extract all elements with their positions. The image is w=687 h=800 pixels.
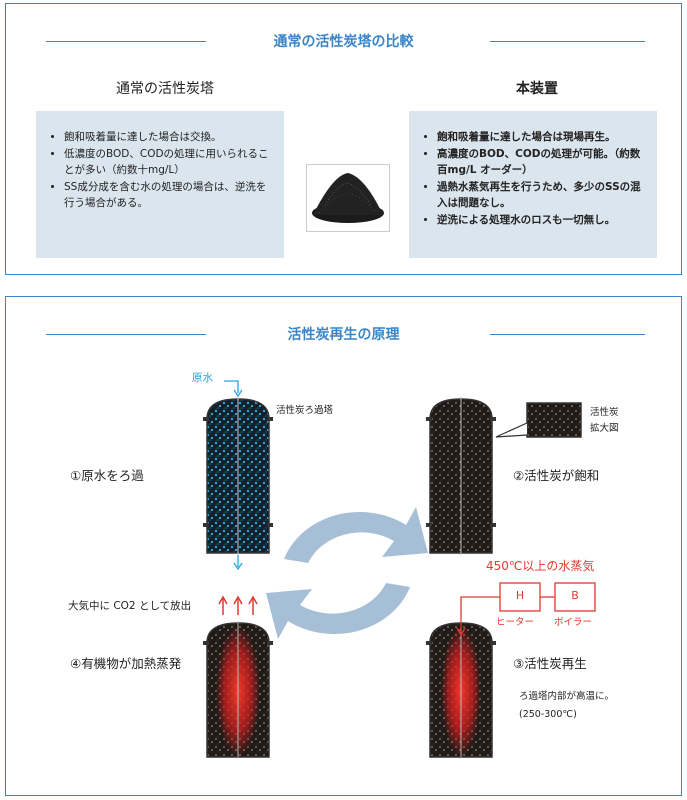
step1-label: ①原水をろ過 — [70, 468, 144, 483]
co2-release-label: 大気中に CO2 として放出 — [68, 600, 192, 612]
raw-water-arrow — [224, 380, 239, 393]
tower-saturated — [426, 397, 582, 555]
right-item: 過熱水蒸気再生を行うため、多少のSSの混入は問題なし。 — [437, 179, 647, 211]
left-column-title: 通常の活性炭塔 — [116, 81, 214, 97]
cycle-arrows — [266, 507, 428, 639]
left-item: 飽和吸着量に達した場合は交換。 — [64, 129, 274, 145]
boiler-box — [554, 582, 596, 612]
tower-filtering — [203, 397, 273, 571]
boiler-label: ボイラー — [554, 617, 593, 628]
step2-label: ②活性炭が飽和 — [513, 468, 600, 483]
temperature-note: ろ過塔内部が高温に。 — [519, 691, 615, 702]
left-item: 低濃度のBOD、CODの処理に用いられることが多い（約数十mg/L） — [64, 146, 274, 178]
steam-line — [460, 596, 500, 633]
co2-release-arrows — [218, 595, 258, 615]
principle-title: 活性炭再生の原理 — [287, 327, 400, 343]
zoom-label-line2: 拡大図 — [590, 423, 619, 434]
comparison-title: 通常の活性炭塔の比較 — [273, 34, 414, 50]
carbon-zoom-box — [526, 402, 582, 438]
left-item: SS成分成を含む水の処理の場合は、逆洗を行う場合がある。 — [64, 179, 274, 211]
title-rule-right — [490, 334, 645, 335]
regeneration-diagram — [203, 380, 596, 758]
principle-panel: 活性炭再生の原理 — [5, 296, 682, 796]
temperature-range: (250-300℃) — [519, 709, 577, 720]
comparison-panel: 通常の活性炭塔の比較 通常の活性炭塔 本装置 飽和吸着量に達した場合は交換。 低… — [5, 3, 682, 275]
right-column-title: 本装置 — [516, 81, 558, 97]
heater-label: ヒーター — [496, 617, 535, 628]
title-rule-left — [46, 334, 206, 335]
title-rule-left — [46, 41, 206, 42]
activated-carbon-photo — [306, 164, 390, 232]
title-rule-right — [490, 41, 645, 42]
raw-water-label: 原水 — [192, 372, 213, 384]
right-item: 高濃度のBOD、CODの処理が可能。（約数百mg/L オーダー） — [437, 146, 647, 178]
step4-label: ④有機物が加熱蒸発 — [70, 656, 182, 671]
right-item: 飽和吸着量に達した場合は現場再生。 — [437, 129, 647, 145]
right-item: 逆洗による処理水のロスも一切無し。 — [437, 212, 647, 228]
boiler-code: B — [571, 589, 579, 602]
heater-code: H — [515, 589, 525, 602]
heater-box — [499, 582, 541, 612]
zoom-label-line1: 活性炭 — [590, 407, 619, 418]
tower-label: 活性炭ろ過塔 — [276, 405, 334, 416]
steam-label: 450℃以上の水蒸気 — [486, 559, 595, 573]
left-feature-box: 飽和吸着量に達した場合は交換。 低濃度のBOD、CODの処理に用いられることが多… — [36, 111, 284, 258]
tower-evaporating — [203, 595, 273, 758]
step3-label: ③活性炭再生 — [513, 656, 587, 671]
right-feature-box: 飽和吸着量に達した場合は現場再生。 高濃度のBOD、CODの処理が可能。（約数百… — [409, 111, 657, 258]
tower-regenerating — [426, 582, 596, 758]
